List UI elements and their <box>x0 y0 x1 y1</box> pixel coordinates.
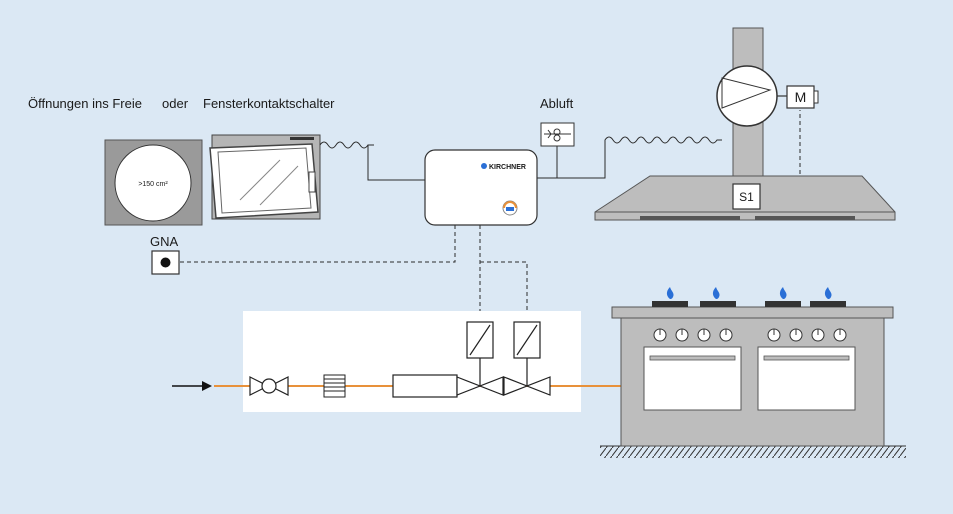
brand-logo: KIRCHNER <box>489 164 526 171</box>
window-contact-switch <box>209 134 321 220</box>
wall-opening: >150 cm² <box>104 139 203 226</box>
burner-flames <box>666 287 832 299</box>
fan-motor: M <box>786 85 819 109</box>
solenoid-valve-1 <box>456 321 504 396</box>
exhaust-label: Abluft <box>540 96 574 111</box>
exhaust-damper <box>540 122 575 147</box>
gna-label: GNA <box>150 234 179 249</box>
motor-label: M <box>795 89 807 105</box>
or-label: oder <box>162 96 189 111</box>
sensor-label: S1 <box>739 190 754 204</box>
openings-label: Öffnungen ins Freie <box>28 96 142 111</box>
shutoff-valve <box>249 376 289 396</box>
gas-train-panel <box>172 311 622 412</box>
gas-filter <box>323 374 346 398</box>
window-switch-label: Fensterkontaktschalter <box>203 96 335 111</box>
floor-hatch <box>600 446 906 458</box>
solenoid-valve-2 <box>503 321 551 396</box>
exhaust-fan <box>716 65 787 127</box>
gas-stove <box>600 287 906 458</box>
kirchner-controller: KIRCHNER <box>424 149 538 226</box>
pressure-regulator <box>392 374 458 398</box>
sensor-s1: S1 <box>732 183 761 210</box>
gna-emergency-switch <box>151 250 180 275</box>
signal-wires <box>180 110 801 322</box>
opening-size-label: >150 cm² <box>138 181 168 188</box>
